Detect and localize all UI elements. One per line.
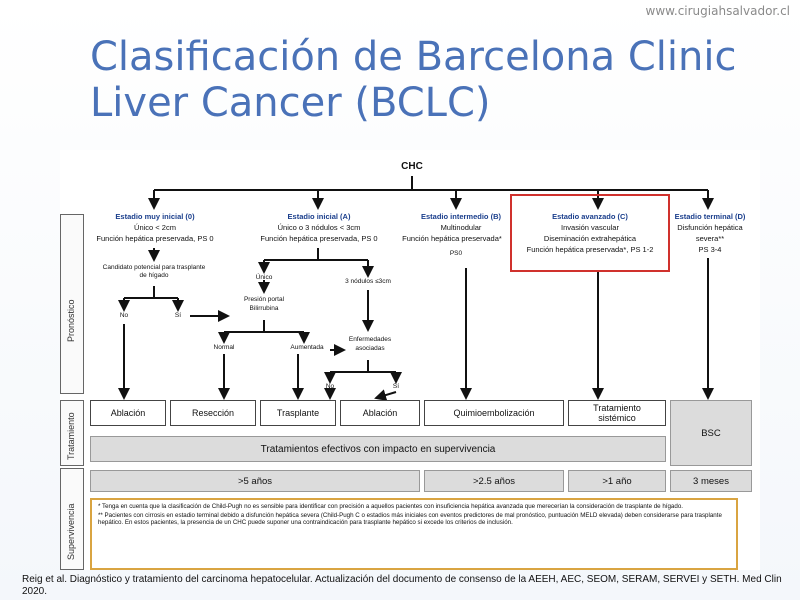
survival-3-meses: 3 meses: [670, 470, 752, 492]
decision-no-2: No: [325, 383, 335, 390]
stage-b-line-1: Multinodular: [440, 223, 482, 232]
stage-b-line-2: Función hepática preservada*: [402, 234, 502, 243]
stage-c-highlight: [510, 194, 670, 272]
decision-si: Sí: [174, 312, 182, 319]
side-box-tratamiento: [60, 400, 84, 466]
treatment-trasplante: Trasplante: [260, 400, 336, 426]
treatment-bsc: BSC: [670, 400, 752, 466]
stage-c-line-1: Invasión vascular: [561, 223, 619, 232]
candidate-line-1: Candidato potencial para trasplante: [102, 264, 206, 271]
stage-0-line-2: Función hepática preservada, PS 0: [96, 234, 214, 243]
treatment-sistemico: Tratamiento sistémico: [568, 400, 666, 426]
decision-enfermedades-1: Enfermedades: [348, 336, 392, 343]
stage-0-line-1: Único < 2cm: [134, 223, 176, 232]
treatment-ablacion-2: Ablación: [340, 400, 420, 426]
footnote-1: * Tenga en cuenta que la clasificación d…: [98, 503, 683, 510]
decision-unico: Único: [255, 274, 273, 281]
treatment-ablacion-1: Ablación: [90, 400, 166, 426]
stage-a-title: Estadio inicial (A): [287, 212, 351, 221]
decision-enfermedades-2: asociadas: [355, 345, 385, 352]
side-box-pronostico: [60, 214, 84, 394]
side-label-pronostico: Pronóstico: [66, 299, 76, 342]
stage-b-title: Estadio intermedio (B): [420, 212, 501, 221]
site-url: www.cirugiahsalvador.cl: [645, 4, 790, 18]
stage-a-line-1: Único o 3 nódulos < 3cm: [277, 223, 361, 232]
decision-aumentada: Aumentada: [290, 344, 324, 351]
stage-0-title: Estadio muy inicial (0): [115, 212, 195, 221]
stage-c-title: Estadio avanzado (C): [552, 212, 628, 221]
decision-tres-nodulos: 3 nódulos ≤3cm: [345, 278, 391, 285]
side-label-supervivencia: Supervivencia: [66, 503, 76, 560]
footnote-2: ** Pacientes con cirrosis en estadio ter…: [98, 511, 722, 527]
survival-gt1: >1 año: [568, 470, 666, 492]
citation: Reig et al. Diagnóstico y tratamiento de…: [22, 574, 782, 597]
bclc-flowchart: CHC Pronóstico Tratamiento Supervivencia…: [60, 150, 760, 570]
treatment-quimioembolizacion: Quimioembolización: [424, 400, 564, 426]
candidate-line-2: de hígado: [139, 272, 169, 279]
survival-gt5: >5 años: [90, 470, 420, 492]
survival-gt2-5: >2.5 años: [424, 470, 564, 492]
side-box-supervivencia: [60, 468, 84, 570]
slide-title: Clasificación de Barcelona Clinic Liver …: [90, 34, 737, 126]
stage-b-line-3: PS0: [449, 250, 463, 257]
stage-a-line-2: Función hepática preservada, PS 0: [260, 234, 378, 243]
flowchart-connectors: [118, 176, 714, 401]
decision-presion-2: Bilirrubina: [249, 305, 279, 312]
decision-presion-1: Presión portal: [243, 296, 285, 303]
survival-impact-bar: Tratamientos efectivos con impacto en su…: [90, 436, 666, 462]
stage-d-line-2: severa**: [695, 234, 725, 243]
treatment-reseccion: Resección: [170, 400, 256, 426]
stage-d-title: Estadio terminal (D): [674, 212, 746, 221]
decision-normal: Normal: [213, 344, 235, 351]
decision-no: No: [119, 312, 129, 319]
stage-d-line-1: Disfunción hepática: [677, 223, 743, 232]
stage-c-line-3: Función hepática preservada*, PS 1-2: [526, 245, 654, 254]
stage-c-line-2: Diseminación extrahepática: [543, 234, 637, 243]
decision-si-2: Sí: [392, 383, 400, 390]
side-label-tratamiento: Tratamiento: [66, 412, 76, 460]
footnotes-box: * Tenga en cuenta que la clasificación d…: [90, 498, 738, 570]
stage-d-line-3: PS 3-4: [698, 245, 722, 254]
root-chc: CHC: [401, 161, 423, 172]
